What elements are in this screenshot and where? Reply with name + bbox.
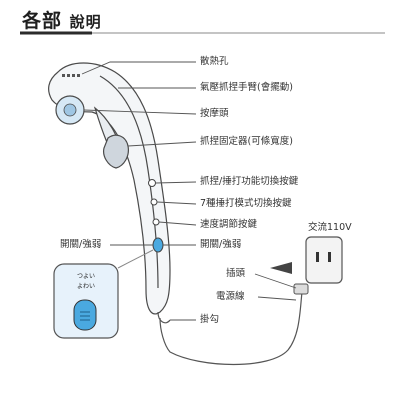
func-switch-button [148,179,156,187]
leader-holder [127,141,197,147]
hook-shape [157,311,171,324]
outlet-plate [305,236,343,284]
inset-connector [117,249,154,269]
label-head: 按摩頭 [200,108,229,119]
zoom-inset: つよい よわい [53,249,154,339]
label-ac: 交流110V [308,222,352,233]
holder-part [103,134,129,169]
hook-and-cord [157,291,303,366]
massage-head-center [63,103,77,117]
speed-button [152,218,160,226]
mode-switch-button [150,198,158,206]
label-func-switch: 抓捏/捶打功能切換按鍵 [200,176,299,187]
vent-hole [72,74,75,77]
vent-hole [77,74,80,77]
leader-cord [257,296,297,301]
title-main: 各部 [22,10,63,32]
inset-power-button [73,299,97,331]
leader-head [83,109,197,115]
leader-func [155,181,197,184]
vent-hole [67,74,70,77]
inset-text-strong: つよい [77,273,95,280]
vent-holes [62,74,80,77]
outlet-slot-left [316,252,319,262]
power-cord [159,291,303,366]
leader-lines [81,61,297,321]
inner-curve [99,75,159,289]
label-speed: 速度調節按鍵 [200,219,258,230]
massage-head [55,95,85,125]
title-sub: 說明 [69,13,102,31]
label-hook: 掛勾 [200,314,220,325]
label-holder: 抓捏固定器(可條寬度) [200,136,293,147]
label-cord: 電源線 [216,291,245,302]
label-plug: 插頭 [226,268,246,279]
inset-text-weak: よわい [77,283,95,290]
leader-mode [156,201,197,205]
outlet-slot-right [328,252,331,262]
leader-plug [254,273,297,289]
label-mode-switch: 7種捶打模式切換按鍵 [200,198,292,209]
power-button [152,237,164,253]
wall-outlet [270,236,343,295]
insert-arrow-icon [270,262,292,274]
leader-speed [158,221,197,226]
label-power-left: 開關/強弱 [60,239,102,250]
leader-vent [81,61,196,75]
vent-hole [62,74,65,77]
label-vent: 散熱孔 [200,56,229,67]
page-title: 各部 說明 [22,6,102,33]
label-power-right: 開關/強弱 [200,239,242,250]
label-arm: 氣壓抓捏手臂(會擺動) [200,82,293,93]
plug-body [293,283,309,295]
